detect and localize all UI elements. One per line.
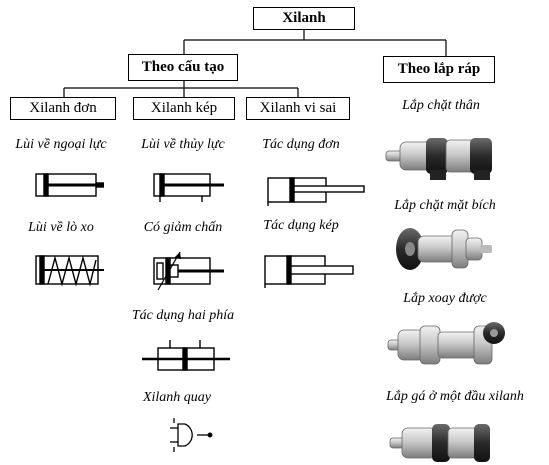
type-double-acting: Xilanh kép: [133, 97, 235, 120]
group-structure: Theo cấu tạo: [128, 54, 238, 81]
label-rotary: Xilanh quay: [142, 390, 212, 405]
label-differential-single: Tác dụng đơn: [262, 137, 340, 152]
root-node: Xilanh: [253, 7, 355, 30]
label-external-return: Lùi về ngoại lực: [15, 137, 107, 152]
label-flange-mount: Lắp chặt mặt bích: [394, 198, 496, 213]
symbol-hydraulic-return: [153, 173, 224, 202]
label-hydraulic-return: Lùi về thủy lực: [141, 137, 225, 152]
symbol-differential-single: [267, 177, 365, 206]
cylinder-end-mount-picture: [389, 424, 490, 462]
label-end-mount: Lắp gá ở một đầu xilanh: [386, 389, 524, 404]
symbol-spring-return: [35, 255, 104, 287]
symbol-cushioned: [153, 251, 224, 291]
group-mounting: Theo lắp ráp: [383, 56, 495, 83]
type-differential: Xilanh vi sai: [246, 97, 350, 120]
label-swivel-mount: Lắp xoay được: [403, 291, 487, 306]
cylinder-swivel-mount-picture: [387, 322, 505, 365]
label-double-rod: Tác dụng hai phía: [131, 308, 235, 323]
label-differential-double: Tác dụng kép: [263, 218, 339, 233]
label-spring-return: Lùi về lò xo: [28, 220, 94, 235]
cylinder-body-mount-picture: [385, 138, 492, 180]
label-cushioned: Có giảm chấn: [143, 220, 223, 235]
type-single-acting: Xilanh đơn: [10, 97, 116, 120]
symbol-differential-double: [264, 255, 354, 288]
label-body-mount: Lắp chặt thân: [402, 98, 480, 113]
symbol-double-rod: [142, 340, 230, 371]
symbol-rotary: [170, 418, 213, 452]
symbol-external-return: [35, 173, 104, 197]
cylinder-flange-mount-picture: [396, 228, 492, 270]
